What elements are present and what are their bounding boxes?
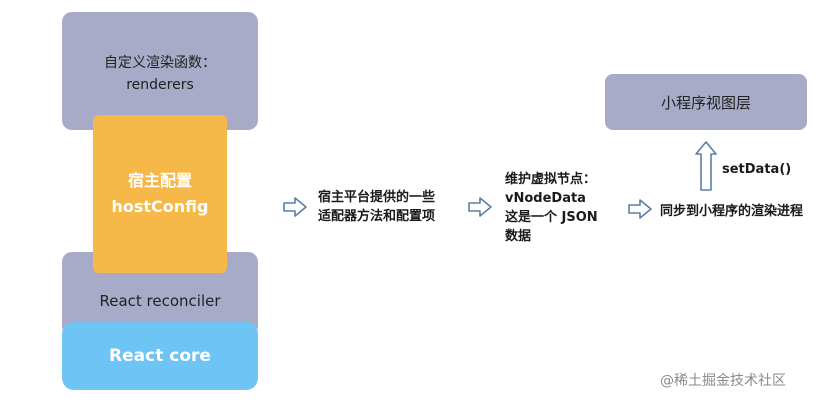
- vnode-line3: 这是一个 JSON: [505, 210, 598, 225]
- vnode-line4: 数据: [505, 229, 532, 244]
- right-arrow-icon: [468, 197, 492, 217]
- setdata-label: setData(): [722, 162, 792, 177]
- right-arrow-icon: [283, 197, 307, 217]
- hostconfig-title: 宿主配置: [127, 171, 192, 190]
- renderers-title: 自定义渲染函数：: [104, 55, 216, 71]
- sync-render-text: 同步到小程序的渲染进程: [660, 202, 803, 221]
- sync-render-label: 同步到小程序的渲染进程: [660, 204, 804, 219]
- vnode-line1: 维护虚拟节点：: [505, 172, 597, 187]
- host-platform-text: 宿主平台提供的一些 适配器方法和配置项: [318, 188, 435, 226]
- up-arrow-icon: [695, 141, 717, 191]
- hostconfig-name: hostConfig: [111, 197, 209, 216]
- watermark: @稀土掘金技术社区: [660, 373, 786, 389]
- renderers-name: renderers: [126, 77, 194, 93]
- vnode-text: 维护虚拟节点： vNodeData 这是一个 JSON 数据: [505, 170, 598, 246]
- right-arrow-icon: [628, 199, 652, 219]
- react-core-label: React core: [109, 346, 211, 366]
- hostconfig-box: 宿主配置 hostConfig: [93, 115, 227, 273]
- setdata-text: setData(): [722, 160, 791, 179]
- vnode-line2: vNodeData: [505, 191, 586, 206]
- renderers-box: 自定义渲染函数： renderers: [62, 12, 258, 130]
- host-platform-line2: 适配器方法和配置项: [318, 209, 436, 224]
- react-reconciler-label: React reconciler: [99, 292, 221, 310]
- host-platform-line1: 宿主平台提供的一些: [318, 190, 436, 205]
- miniprogram-view-label: 小程序视图层: [660, 93, 751, 112]
- react-core-box: React core: [62, 322, 258, 390]
- miniprogram-view-box: 小程序视图层: [605, 74, 807, 130]
